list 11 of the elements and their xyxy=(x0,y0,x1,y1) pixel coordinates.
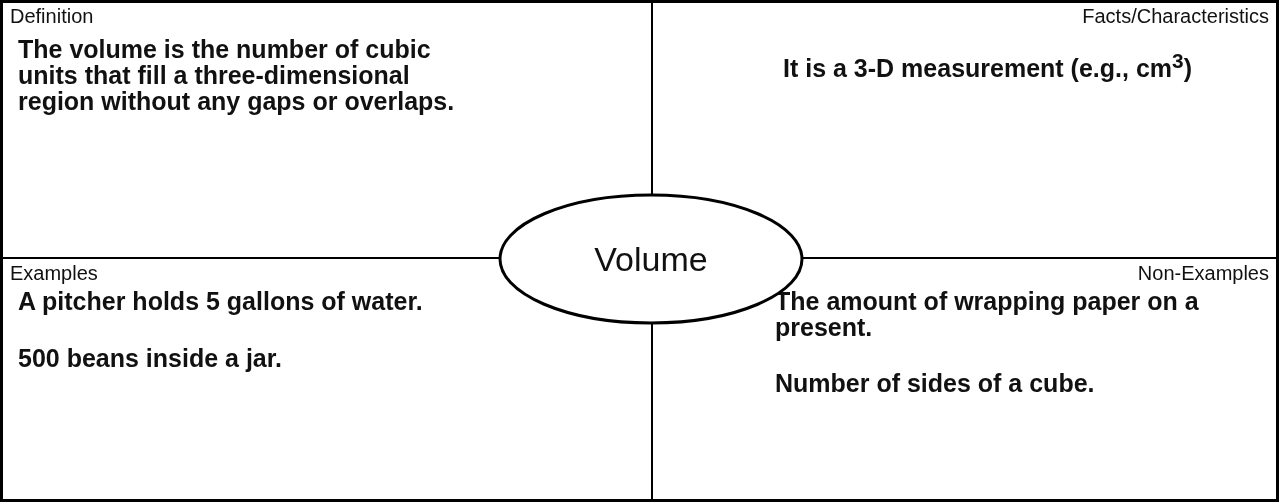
section-heading: Examples xyxy=(10,261,98,285)
example-text: 500 beans inside a jar. xyxy=(18,345,284,371)
section-heading: Facts/Characteristics xyxy=(1082,4,1269,28)
non-example-text: The amount of wrapping paper on a present. xyxy=(775,288,1200,340)
definition-text: The volume is the number of cubic units that fill a three-dimensional region without any gaps or overlaps. xyxy=(18,36,456,114)
term-label: Volume xyxy=(593,239,709,279)
non-example-text: Number of sides of a cube. xyxy=(775,370,1096,396)
example-text: A pitcher holds 5 gallons of water. xyxy=(18,288,424,314)
section-heading: Non-Examples xyxy=(1137,261,1269,285)
section-heading: Definition xyxy=(10,4,94,28)
facts-text: It is a 3-D measurement (e.g., cm$^{3}$) xyxy=(783,48,1193,82)
